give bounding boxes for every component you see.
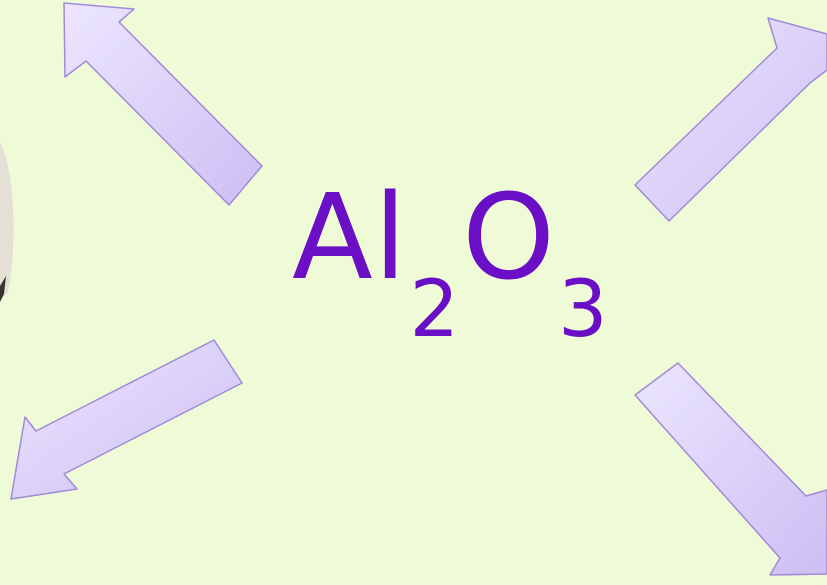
chemical-formula: Al2O3: [292, 178, 611, 368]
formula-element-al: Al: [292, 168, 408, 306]
arrow-down-left: [10, 339, 243, 500]
arrow-up-right: [634, 17, 827, 222]
formula-subscript-3: 3: [558, 265, 609, 355]
arrow-up-left: [63, 2, 263, 206]
arrow-down-right: [634, 362, 827, 576]
formula-subscript-2: 2: [409, 265, 461, 355]
formula-element-o: O: [462, 168, 557, 306]
partial-photo: [0, 142, 14, 302]
